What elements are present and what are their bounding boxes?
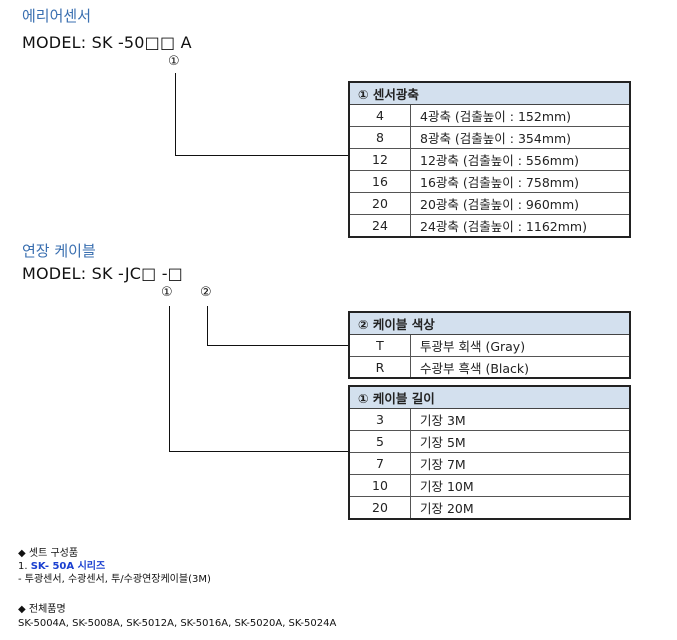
connector-line (175, 155, 350, 156)
table-cell: 기장 7M (410, 452, 630, 475)
table-cell: 기장 3M (410, 408, 630, 431)
table-header: ① 센서광축 (349, 82, 630, 105)
table-cell: T (349, 334, 411, 357)
cable-marker-2: ② (200, 285, 212, 300)
set-item-prefix: 1. (18, 561, 31, 572)
table-cell: 24광축 (검출높이 : 1162mm) (410, 214, 630, 237)
table-cell: 8광축 (검출높이 : 354mm) (410, 126, 630, 149)
table-cell: 12광축 (검출높이 : 556mm) (410, 148, 630, 171)
area-sensor-marker: ① (168, 54, 180, 69)
all-products-list: SK-5004A, SK-5008A, SK-5012A, SK-5016A, … (18, 618, 337, 629)
connector-line (169, 451, 350, 452)
connector-line (207, 306, 208, 346)
table-cell: 기장 5M (410, 430, 630, 453)
table-cell: 16광축 (검출높이 : 758mm) (410, 170, 630, 193)
table-header: ② 케이블 색상 (349, 312, 630, 335)
set-components-title: ◆ 셋트 구성품 (18, 548, 79, 559)
area-sensor-model: MODEL: SK -50□□ A (22, 33, 192, 52)
table-cell: 20광축 (검출높이 : 960mm) (410, 192, 630, 215)
cable-heading: 연장 케이블 (22, 242, 96, 260)
set-item: 1. SK- 50A 시리즈 (18, 560, 105, 573)
table-cell: 4 (349, 104, 411, 127)
table-cell: 기장 10M (410, 474, 630, 497)
set-item-name: SK- 50A 시리즈 (30, 561, 106, 572)
table-cell: 7 (349, 452, 411, 475)
cable-marker-1: ① (161, 285, 173, 300)
table-header: ① 케이블 길이 (349, 386, 630, 409)
table-cell: R (349, 356, 411, 379)
table-cell: 20 (349, 192, 411, 215)
table-cell: 24 (349, 214, 411, 237)
table-cell: 8 (349, 126, 411, 149)
table-cell: 20 (349, 496, 411, 519)
table-cell: 투광부 회색 (Gray) (410, 334, 630, 357)
cable-model: MODEL: SK -JC□ -□ (22, 264, 184, 283)
table-cell: 4광축 (검출높이 : 152mm) (410, 104, 630, 127)
area-sensor-heading: 에리어센서 (22, 7, 92, 25)
table-cell: 12 (349, 148, 411, 171)
table-cell: 3 (349, 408, 411, 431)
all-products-title: ◆ 전체품명 (18, 604, 66, 615)
connector-line (175, 73, 176, 156)
table-cell: 10 (349, 474, 411, 497)
table-cell: 기장 20M (410, 496, 630, 519)
table-cell: 16 (349, 170, 411, 193)
table-cell: 5 (349, 430, 411, 453)
table-cell: 수광부 흑색 (Black) (410, 356, 630, 379)
set-item-description: - 투광센서, 수광센서, 투/수광연장케이블(3M) (18, 574, 211, 585)
connector-line (169, 306, 170, 452)
connector-line (207, 345, 350, 346)
